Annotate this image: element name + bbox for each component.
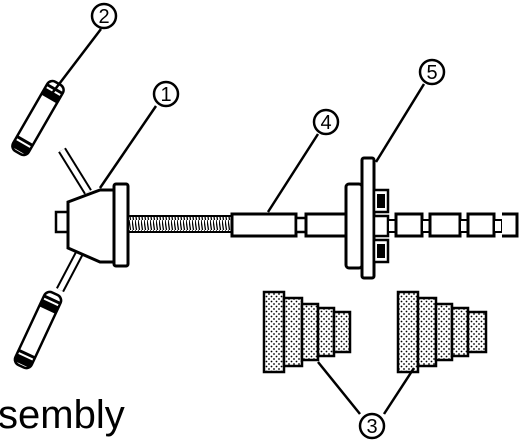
adapter-set-right <box>396 290 488 374</box>
svg-text:3: 3 <box>366 416 377 438</box>
upper-handle <box>11 79 92 195</box>
svg-text:2: 2 <box>98 6 109 28</box>
svg-text:4: 4 <box>320 112 331 134</box>
threaded-spindle <box>127 215 233 233</box>
svg-text:1: 1 <box>160 84 171 106</box>
callout-4: 4 <box>312 108 340 136</box>
callout-5: 5 <box>418 58 446 86</box>
adapter-set-left <box>262 290 352 374</box>
leader-lines <box>49 28 426 415</box>
caption-text: sembly <box>0 393 125 437</box>
callout-1: 1 <box>152 80 180 108</box>
spindle-hub <box>54 182 130 268</box>
callout-3: 3 <box>358 412 386 440</box>
lower-handle <box>13 249 84 370</box>
sleeve <box>230 212 348 238</box>
callout-2: 2 <box>90 2 118 30</box>
extension-shaft <box>372 212 519 238</box>
svg-text:5: 5 <box>426 62 437 84</box>
